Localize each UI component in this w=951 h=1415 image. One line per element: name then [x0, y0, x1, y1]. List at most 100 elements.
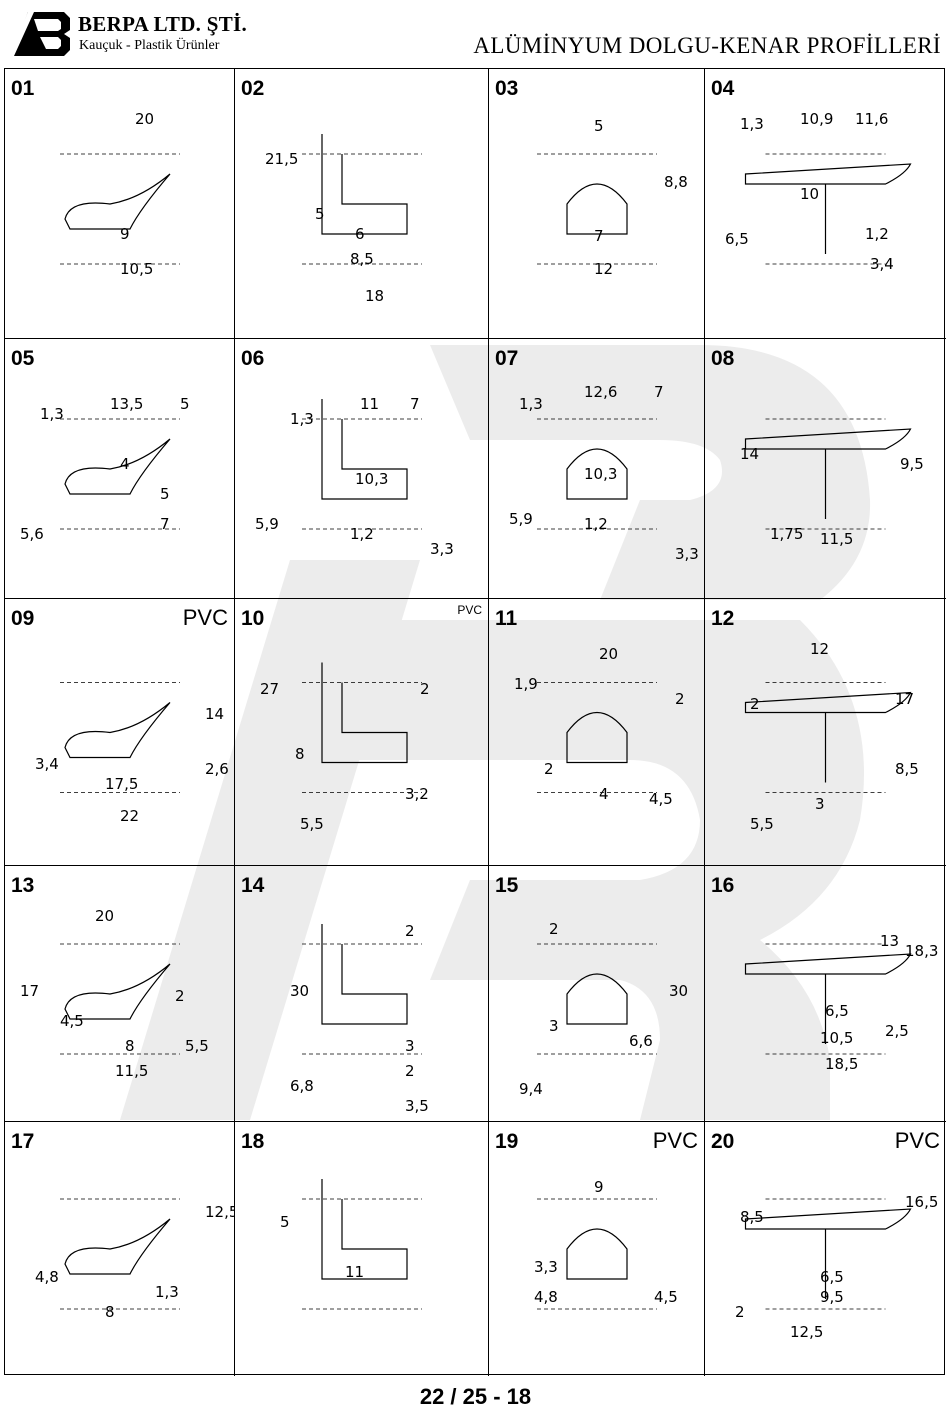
dimension-label: 12,6 — [584, 383, 617, 401]
material-label: PVC — [652, 1128, 698, 1153]
profile-number: 16 — [711, 874, 735, 897]
dimension-label: 10,5 — [820, 1029, 853, 1047]
dimension-label: 8,5 — [740, 1208, 764, 1226]
profile-number: 12 — [711, 607, 735, 630]
profile-number: 19 — [495, 1130, 519, 1153]
dimension-label: 17 — [895, 690, 914, 708]
dimension-label: 6,6 — [629, 1032, 653, 1050]
dimension-label: 1,2 — [865, 225, 889, 243]
dimension-label: 13,5 — [110, 395, 143, 413]
catalog-title: ALÜMİNYUM DOLGU-KENAR PROFİLLERİ — [473, 33, 941, 58]
dimension-label: 10 — [800, 185, 819, 203]
dimension-label: 8 — [125, 1037, 135, 1055]
dimension-label: 2 — [750, 695, 760, 713]
dimension-label: 20 — [599, 645, 618, 663]
dimension-label: 1,3 — [519, 395, 543, 413]
dimension-label: 1,9 — [514, 675, 538, 693]
dimension-label: 4,5 — [654, 1288, 678, 1306]
dimension-label: 8,5 — [895, 760, 919, 778]
dimension-label: 7 — [594, 227, 604, 245]
dimension-label: 2 — [420, 680, 430, 698]
profile-number: 02 — [241, 77, 265, 100]
profile-drawing: 12,54,81,38 — [35, 1198, 235, 1321]
brand-tagline: Kauçuk - Plastik Ürünler — [79, 38, 220, 53]
dimension-label: 3 — [549, 1017, 559, 1035]
dimension-label: 11,6 — [855, 110, 888, 128]
dimension-label: 1,3 — [740, 115, 764, 133]
dimension-label: 2 — [735, 1303, 745, 1321]
dimension-label: 2 — [544, 760, 554, 778]
profile-number: 05 — [11, 347, 35, 370]
material-label: PVC — [457, 603, 482, 617]
dimension-label: 2 — [175, 987, 185, 1005]
dimension-label: 6,5 — [820, 1268, 844, 1286]
dimension-label: 2 — [675, 690, 685, 708]
dimension-label: 12,5 — [205, 1203, 235, 1221]
dimension-label: 5 — [280, 1213, 290, 1231]
profile-number: 03 — [495, 77, 519, 100]
dimension-label: 17,5 — [105, 775, 138, 793]
dimension-label: 5 — [180, 395, 190, 413]
dimension-label: 12 — [810, 640, 829, 658]
dimension-label: 17 — [20, 982, 39, 1000]
profile-number: 08 — [711, 347, 735, 370]
material-label: PVC — [182, 605, 228, 630]
dimension-label: 10,3 — [355, 470, 388, 488]
dimension-label: 13 — [880, 932, 899, 950]
dimension-label: 4 — [599, 785, 609, 803]
profile-drawing: 143,417,52,622 — [35, 682, 229, 825]
dimension-label: 2,6 — [205, 760, 229, 778]
dimension-label: 5,5 — [750, 815, 774, 833]
dimension-label: 5 — [160, 485, 170, 503]
dimension-label: 8,8 — [664, 173, 688, 191]
dimension-label: 9,4 — [519, 1080, 543, 1098]
dimension-label: 5,9 — [255, 515, 279, 533]
dimension-label: 4 — [120, 455, 130, 473]
dimension-label: 5,9 — [509, 510, 533, 528]
dimension-label: 3,2 — [405, 785, 429, 803]
dimension-label: 11,5 — [115, 1062, 148, 1080]
dimension-label: 5 — [594, 117, 604, 135]
dimension-label: 12,5 — [790, 1323, 823, 1341]
dimension-label: 7 — [160, 515, 170, 533]
dimension-label: 18,3 — [905, 942, 938, 960]
dimension-label: 14 — [740, 445, 759, 463]
profile-number: 06 — [241, 347, 265, 370]
profile-number: 15 — [495, 874, 519, 897]
dimension-label: 7 — [410, 395, 420, 413]
profile-number: 17 — [11, 1130, 35, 1153]
dimension-label: 10,9 — [800, 110, 833, 128]
material-label: PVC — [894, 1128, 940, 1153]
dimension-label: 5,6 — [20, 525, 44, 543]
dimension-label: 11 — [360, 395, 379, 413]
profile-number: 07 — [495, 347, 519, 370]
dimension-label: 14 — [205, 705, 224, 723]
dimension-label: 6,8 — [290, 1077, 314, 1095]
dimension-label: 7 — [654, 383, 664, 401]
dimension-label: 20 — [95, 907, 114, 925]
dimension-label: 18,5 — [825, 1055, 858, 1073]
dimension-label: 3,3 — [430, 540, 454, 558]
dimension-label: 5 — [315, 205, 325, 223]
dimension-label: 9 — [594, 1178, 604, 1196]
profile-number: 18 — [241, 1130, 265, 1153]
dimension-label: 1,2 — [584, 515, 608, 533]
